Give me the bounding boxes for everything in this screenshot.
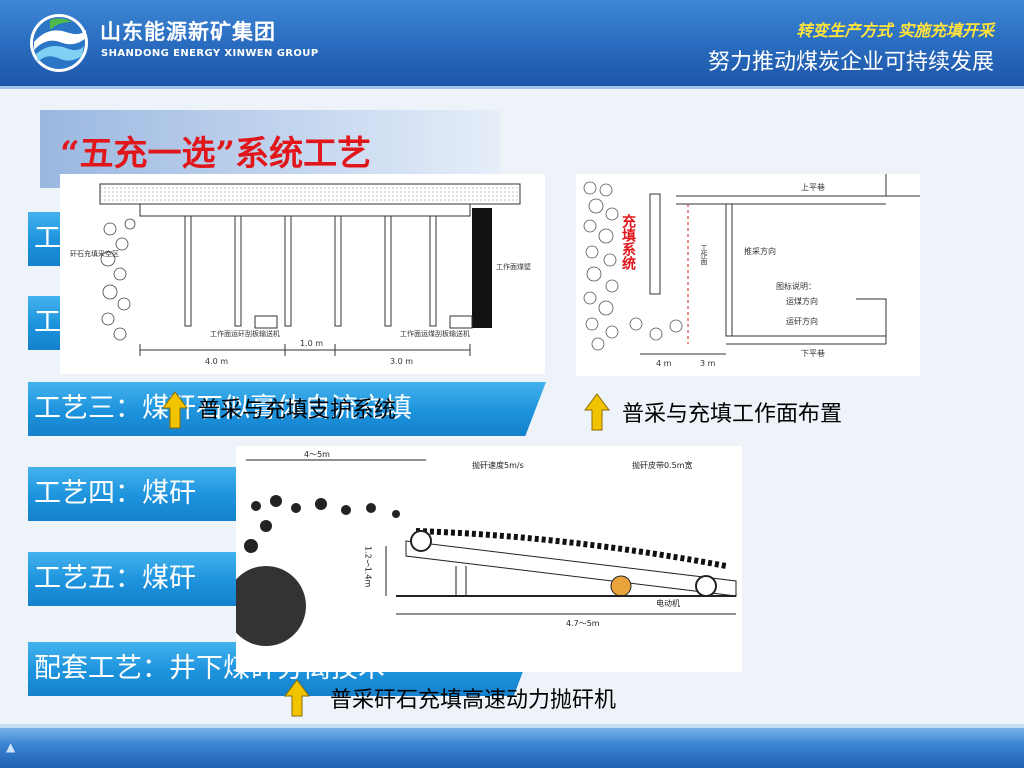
label-throw-speed: 抛矸速度5m/s [472, 460, 524, 470]
thrower-diagram: 4～5m 抛矸速度5m/s 抛矸皮带0.5m宽 1.2～1.4m 4.7～5m … [236, 450, 737, 646]
dim-3m: 3 m [700, 359, 716, 368]
label-length: 4.7～5m [566, 619, 600, 628]
footer-bar [0, 728, 1024, 768]
brand-name-en: SHANDONG ENERGY XINWEN GROUP [101, 48, 319, 59]
label-belt-width: 抛矸皮带0.5m宽 [632, 460, 693, 470]
figure-thrower: 4～5m 抛矸速度5m/s 抛矸皮带0.5m宽 1.2～1.4m 4.7～5m … [236, 446, 742, 672]
label-legend-title: 图标说明： [776, 281, 816, 291]
dim-4m: 4 m [656, 359, 672, 368]
wave-globe-logo-icon [30, 14, 88, 72]
label-gangue-conveyor: 工作面运矸刮板输送机 [210, 329, 280, 338]
face-layout-diagram: 充填系统 上平巷 下平巷 推采方向 工作面 图标说明： 运煤方向 运矸方向 4 … [583, 174, 920, 368]
caption-support-system: 普采与充填支护系统 [198, 398, 397, 423]
dim-right: 3.0 m [390, 357, 413, 366]
label-coal-direction: 运煤方向 [786, 296, 818, 306]
label-upper-road: 上平巷 [801, 183, 825, 192]
brand-name-cn: 山东能源新矿集团 [100, 20, 276, 44]
figure-support-system: 矸石充填采空区 工作面煤壁 工作面运矸刮板输送机 工作面运煤刮板输送机 4.0 … [60, 174, 545, 374]
up-arrow-icon [284, 679, 310, 717]
slogan-line-1: 转变生产方式 实施充填开采 [796, 21, 994, 40]
tab-process-4-label: 工艺四：煤矸 [34, 478, 196, 509]
tab-process-3-label: 工艺三：煤矸石似膏体自流充填 [34, 393, 412, 424]
up-arrow-icon [584, 393, 610, 431]
header-bar: 山东能源新矿集团 SHANDONG ENERGY XINWEN GROUP 转变… [0, 0, 1024, 86]
triangle-icon: ▲ [6, 740, 16, 754]
dim-mid: 1.0 m [300, 339, 323, 348]
label-motor: 电动机 [656, 598, 680, 608]
label-face: 工作面 [700, 244, 708, 266]
label-fill-system: 充填系统 [620, 213, 636, 271]
footer-divider [0, 724, 1024, 728]
label-height: 1.2～1.4m [364, 546, 373, 587]
label-gangue-direction: 运矸方向 [786, 316, 818, 326]
label-goaf: 矸石充填采空区 [70, 249, 119, 258]
slogan-line-2: 努力推动煤炭企业可持续发展 [707, 50, 994, 75]
caption-face-layout: 普采与充填工作面布置 [622, 402, 843, 427]
tab-process-5-label: 工艺五：煤矸 [34, 563, 196, 594]
label-coal-conveyor: 工作面运煤刮板输送机 [400, 329, 470, 338]
label-throw-range: 4～5m [304, 450, 330, 459]
dim-left: 4.0 m [205, 357, 228, 366]
page-title: “五充一选”系统工艺 [60, 134, 372, 174]
support-system-diagram: 矸石充填采空区 工作面煤壁 工作面运矸刮板输送机 工作面运煤刮板输送机 4.0 … [70, 183, 531, 366]
tab-process-3[interactable]: 工艺三：煤矸石似膏体自流充填 [28, 382, 546, 436]
label-advance-direction: 推采方向 [744, 246, 776, 256]
label-lower-road: 下平巷 [801, 349, 825, 358]
caption-thrower: 普采矸石充填高速动力抛矸机 [330, 688, 617, 713]
header-divider [0, 86, 1024, 89]
label-coal-wall: 工作面煤壁 [496, 262, 531, 271]
figure-face-layout: 充填系统 上平巷 下平巷 推采方向 工作面 图标说明： 运煤方向 运矸方向 4 … [576, 174, 920, 376]
up-arrow-icon [162, 391, 188, 429]
